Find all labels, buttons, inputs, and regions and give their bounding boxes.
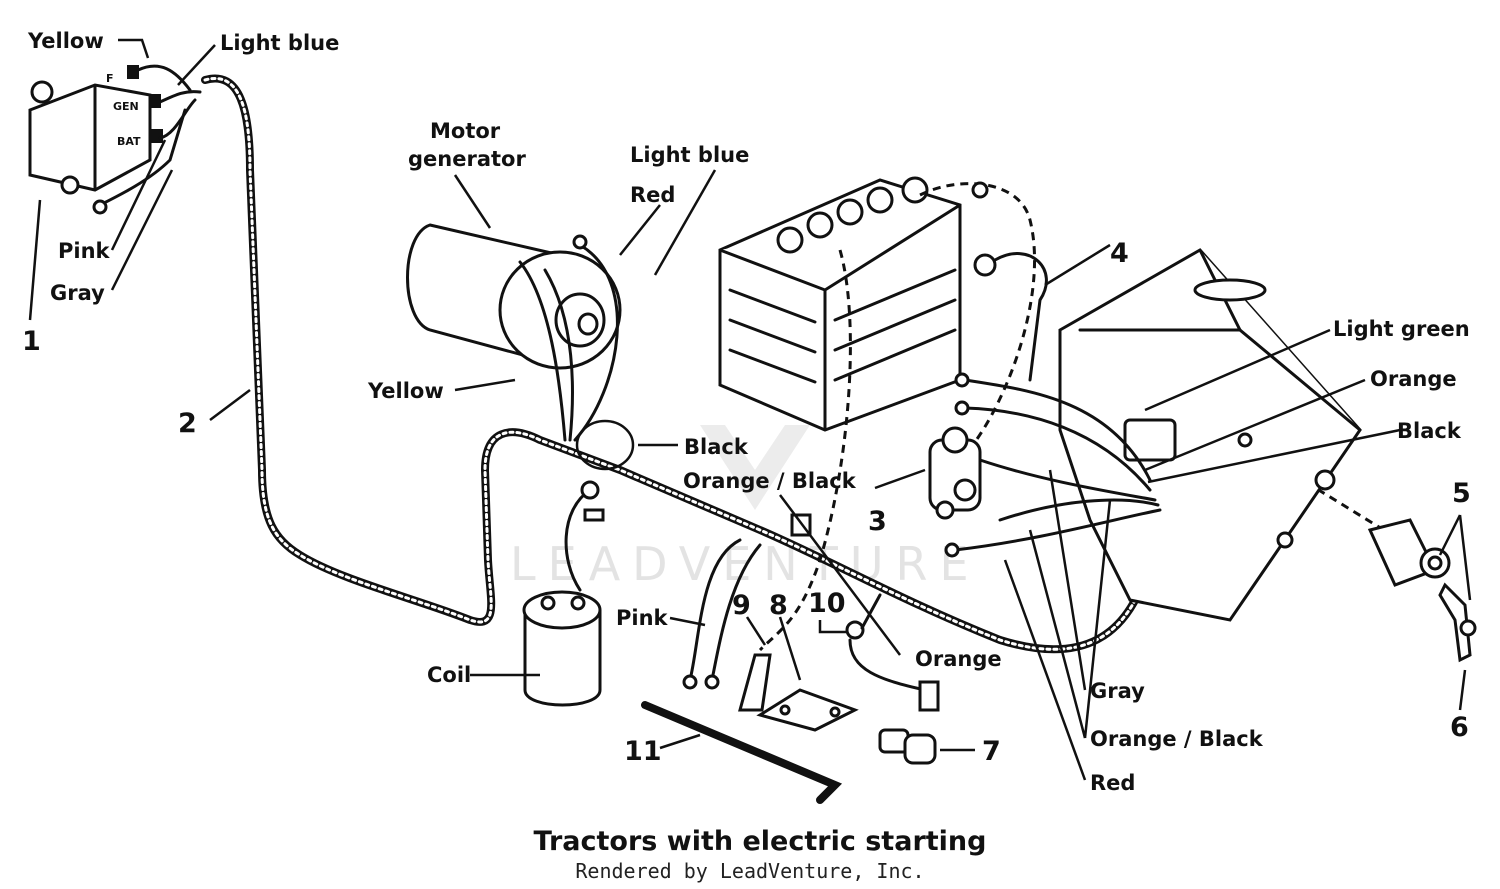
label-light-blue-mid: Light blue <box>630 143 749 167</box>
battery <box>718 176 962 432</box>
label-orange-right: Orange <box>1370 367 1457 391</box>
label-orange-black-low: Orange / Black <box>1090 727 1264 751</box>
tank-wires <box>944 372 1162 558</box>
callout-5: 5 <box>1452 478 1471 509</box>
label-red-mid: Red <box>630 183 675 207</box>
tank <box>1058 248 1362 622</box>
label-gray-left: Gray <box>50 281 105 305</box>
callout-3: 3 <box>868 506 887 537</box>
callout-1: 1 <box>22 326 41 357</box>
switch-7 <box>878 728 937 765</box>
key-6 <box>1438 582 1477 663</box>
ignition-switch-5 <box>1367 518 1451 587</box>
connector-10 <box>845 593 940 712</box>
starter-switch <box>928 426 982 520</box>
callout-7: 7 <box>982 736 1001 767</box>
callout-8: 8 <box>769 590 788 621</box>
label-black-mid: Black <box>684 435 749 459</box>
label-orange-low: Orange <box>915 647 1002 671</box>
label-coil: Coil <box>427 663 471 687</box>
motor-generator <box>406 223 635 471</box>
callout-4: 4 <box>1110 238 1129 269</box>
callout-11: 11 <box>624 736 662 767</box>
terminal-f: F <box>106 72 114 85</box>
bracket-8 <box>756 688 859 732</box>
label-red-low: Red <box>1090 771 1135 795</box>
wire-labels: Yellow Light blue Pink Gray Motor genera… <box>27 29 1470 795</box>
callout-9: 9 <box>732 590 751 621</box>
label-yellow-top: Yellow <box>27 29 104 53</box>
label-light-blue-top: Light blue <box>220 31 339 55</box>
callout-numbers: 1 2 3 4 5 6 7 8 9 10 11 <box>22 238 1471 767</box>
label-light-green: Light green <box>1333 317 1470 341</box>
render-credit: Rendered by LeadVenture, Inc. <box>575 859 924 883</box>
label-motor: Motor <box>430 119 501 143</box>
label-gray-low: Gray <box>1090 679 1145 703</box>
terminal-gen: GEN <box>113 100 139 113</box>
voltage-regulator: F GEN BAT <box>28 64 202 215</box>
label-pink-left: Pink <box>58 239 111 263</box>
rod-11 <box>641 701 843 804</box>
pink-leads <box>682 513 812 690</box>
label-orange-black-mid: Orange / Black <box>683 469 857 493</box>
callout-2: 2 <box>178 408 197 439</box>
callout-6: 6 <box>1450 712 1469 743</box>
leader-lines <box>28 38 1472 781</box>
label-pink-low: Pink <box>616 606 669 630</box>
label-generator: generator <box>408 147 526 171</box>
label-yellow-mid: Yellow <box>367 379 444 403</box>
label-black-right: Black <box>1397 419 1462 443</box>
clip-9 <box>738 653 772 712</box>
terminal-bat: BAT <box>117 135 141 148</box>
harness-2 <box>201 74 1164 654</box>
ignition-coil <box>522 480 605 707</box>
callout-10: 10 <box>808 588 846 619</box>
figure-caption: Tractors with electric starting <box>534 826 987 857</box>
